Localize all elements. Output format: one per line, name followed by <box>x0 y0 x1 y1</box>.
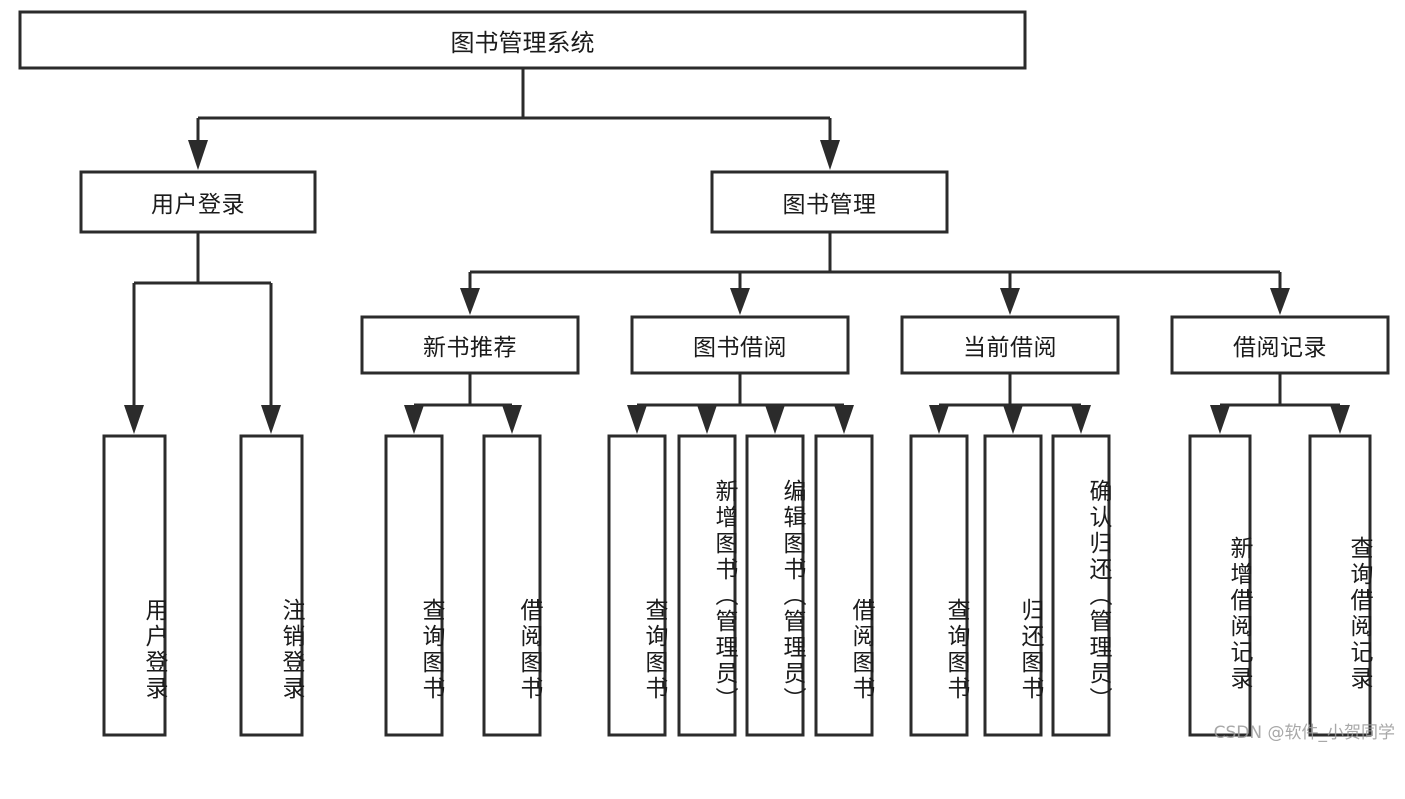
arrowhead-user-login <box>188 140 208 170</box>
arrowhead-borrow-records <box>1270 288 1290 315</box>
node-box-new-book-recommend[interactable] <box>360 315 580 375</box>
node-box-leaf-edit-book[interactable] <box>745 434 805 737</box>
node-box-current-borrow[interactable] <box>900 315 1120 375</box>
arrowhead-leaf-return-book <box>1003 405 1023 434</box>
node-box-leaf-add-record[interactable] <box>1188 434 1252 737</box>
node-box-leaf-query-book-2[interactable] <box>607 434 667 737</box>
arrowhead-current-borrow <box>1000 288 1020 315</box>
node-box-leaf-query-book-3[interactable] <box>909 434 969 737</box>
arrowhead-book-borrow <box>730 288 750 315</box>
node-box-root[interactable] <box>18 10 1027 70</box>
node-box-borrow-records[interactable] <box>1170 315 1390 375</box>
arrowhead-leaf-add-book <box>697 405 717 434</box>
arrowhead-leaf-borrow-book-1 <box>502 405 522 434</box>
arrowhead-leaf-query-book-1 <box>404 405 424 434</box>
arrowhead-leaf-confirm-return <box>1071 405 1091 434</box>
node-box-leaf-borrow-book-1[interactable] <box>482 434 542 737</box>
node-box-user-login[interactable] <box>79 170 317 234</box>
node-box-book-borrow[interactable] <box>630 315 850 375</box>
tree-connector-layer <box>18 10 1390 737</box>
node-box-leaf-query-record[interactable] <box>1308 434 1372 737</box>
node-box-leaf-query-book-1[interactable] <box>384 434 444 737</box>
node-box-leaf-logout[interactable] <box>239 434 304 737</box>
arrowhead-book-management <box>820 140 840 170</box>
arrowhead-leaf-query-book-3 <box>929 405 949 434</box>
arrowhead-leaf-query-book-2 <box>627 405 647 434</box>
node-box-leaf-return-book[interactable] <box>983 434 1043 737</box>
functional-structure-diagram: 图书管理系统 用户登录 图书管理 新书推荐 图书借阅 当前借阅 借阅记录 用户登… <box>18 10 1395 743</box>
arrowhead-leaf-logout <box>261 405 281 434</box>
arrowhead-leaf-user-login <box>124 405 144 434</box>
node-box-leaf-user-login[interactable] <box>102 434 167 737</box>
arrowhead-leaf-query-record <box>1330 405 1350 434</box>
arrowhead-new-book-recommend <box>460 288 480 315</box>
arrowhead-leaf-add-record <box>1210 405 1230 434</box>
arrowhead-leaf-borrow-book-2 <box>834 405 854 434</box>
node-box-leaf-borrow-book-2[interactable] <box>814 434 874 737</box>
watermark: CSDN @软件_小贺同学 <box>1213 723 1395 743</box>
node-box-leaf-add-book[interactable] <box>677 434 737 737</box>
node-box-book-management[interactable] <box>710 170 949 234</box>
node-box-leaf-confirm-return[interactable] <box>1051 434 1111 737</box>
arrowhead-leaf-edit-book <box>765 405 785 434</box>
